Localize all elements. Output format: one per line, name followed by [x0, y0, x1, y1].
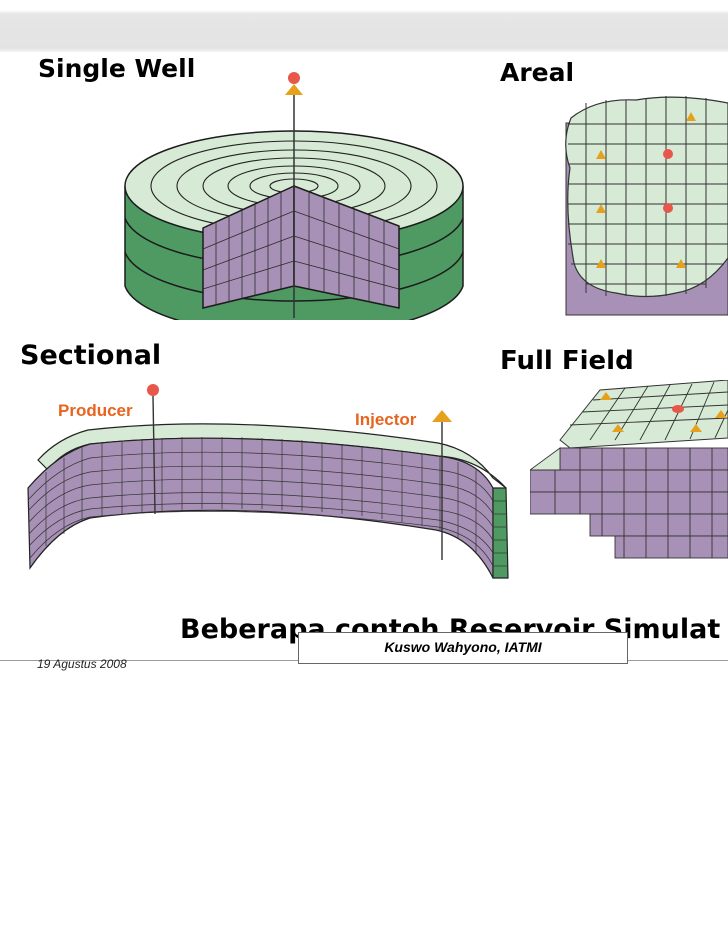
author-text: Kuswo Wahyono, IATMI [299, 639, 627, 655]
areal-title: Areal [500, 58, 574, 87]
areal-diagram [556, 88, 728, 320]
full-field-diagram [530, 380, 728, 570]
slide-top-bar [0, 0, 728, 52]
sectional-diagram [18, 378, 518, 608]
author-box: Kuswo Wahyono, IATMI [298, 632, 628, 664]
single-well-diagram [115, 68, 475, 320]
sectional-title: Sectional [20, 340, 161, 371]
footer-date: 19 Agustus 2008 [37, 657, 127, 671]
full-field-title: Full Field [500, 346, 634, 376]
